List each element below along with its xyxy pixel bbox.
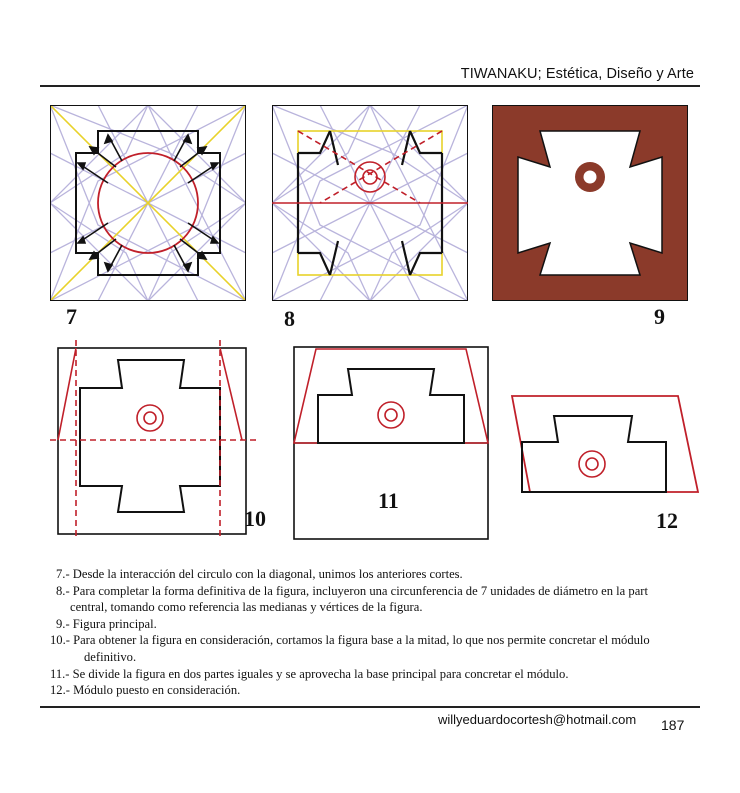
- note-8: 8.- Para completar la forma definitiva d…: [56, 583, 648, 598]
- figure-number-10: 10: [244, 506, 266, 531]
- figure-12-diagram: [510, 395, 700, 493]
- note-7: 7.- Desde la interacción del circulo con…: [56, 567, 463, 581]
- header-title: TIWANAKU; Estética, Diseño y Arte: [460, 66, 694, 82]
- header-rule: [40, 85, 700, 87]
- star-outline: [50, 105, 246, 301]
- footer-email: willyeduardocortesh@hotmail.com: [438, 712, 637, 727]
- footer-rule: [40, 706, 700, 708]
- note-12: 12.- Módulo puesto en consideración.: [50, 683, 241, 698]
- figure-number-8: 8: [284, 306, 295, 331]
- figure-number-9: 9: [654, 304, 665, 329]
- note-10: 10.- Para obtener la figura en considera…: [50, 633, 650, 648]
- note-11: 11.- Se divide la figura en dos partes i…: [50, 666, 569, 681]
- figure-8-diagram: [272, 105, 468, 301]
- figure-number-11: 11: [378, 488, 399, 513]
- figure-number-7: 7: [66, 304, 77, 329]
- figure-10-diagram: [50, 340, 260, 536]
- note-8-cont: central, tomando como referencia las med…: [70, 600, 423, 615]
- note-9: 9.- Figura principal.: [56, 616, 157, 631]
- figure-number-12: 12: [656, 508, 678, 533]
- figure-notes: 7.- Desde la interacción del circulo con…: [50, 566, 706, 699]
- figure-11-diagram: [292, 346, 490, 540]
- figure-7-diagram: [50, 105, 246, 301]
- figure-9-diagram: [492, 105, 688, 301]
- note-10-cont: definitivo.: [84, 649, 137, 664]
- star-outline-3: [50, 105, 246, 301]
- star-outline-2: [50, 105, 246, 301]
- page-number: 187: [661, 717, 685, 733]
